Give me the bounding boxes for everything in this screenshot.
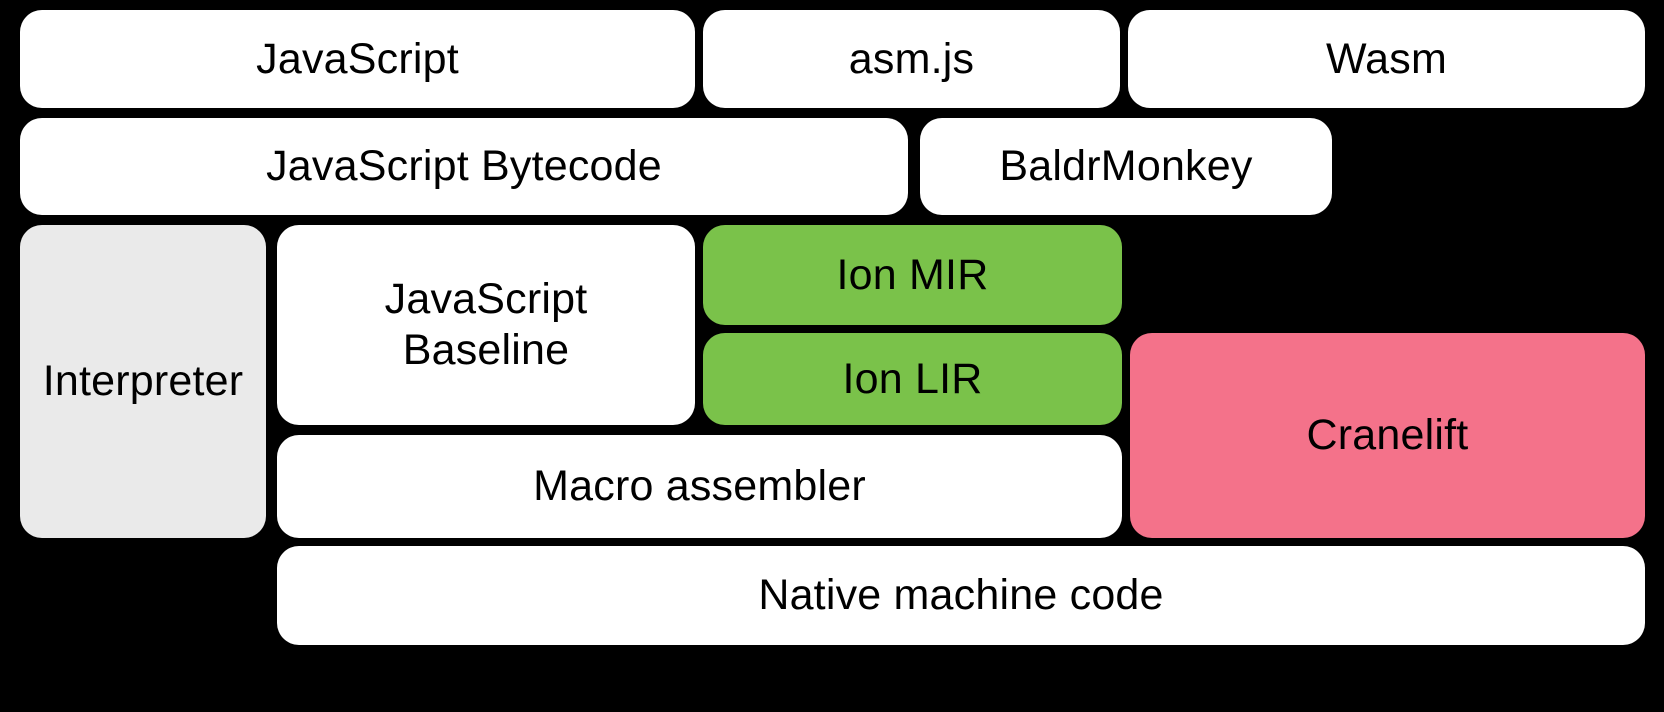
node-label-javascript-baseline: JavaScript Baseline	[384, 275, 588, 374]
node-label-asm-js: asm.js	[848, 34, 975, 83]
node-label-cranelift: Cranelift	[1306, 411, 1469, 460]
node-label-ion-lir: Ion LIR	[842, 354, 983, 403]
node-asm-js: asm.js	[703, 10, 1120, 108]
node-label-javascript: JavaScript	[256, 34, 459, 83]
node-label-interpreter: Interpreter	[42, 357, 244, 406]
node-baldrmonkey: BaldrMonkey	[920, 118, 1332, 215]
node-javascript-bytecode: JavaScript Bytecode	[20, 118, 908, 215]
node-label-baldrmonkey: BaldrMonkey	[999, 142, 1253, 191]
node-label-native-machine-code: Native machine code	[758, 571, 1164, 620]
node-label-javascript-bytecode: JavaScript Bytecode	[266, 142, 662, 191]
node-wasm: Wasm	[1128, 10, 1645, 108]
node-label-ion-mir: Ion MIR	[836, 250, 989, 299]
node-macro-assembler: Macro assembler	[277, 435, 1122, 538]
node-label-macro-assembler: Macro assembler	[533, 462, 866, 511]
node-javascript: JavaScript	[20, 10, 695, 108]
node-cranelift: Cranelift	[1130, 333, 1645, 538]
node-ion-lir: Ion LIR	[703, 333, 1122, 425]
node-native-machine-code: Native machine code	[277, 546, 1645, 645]
node-label-wasm: Wasm	[1325, 34, 1448, 83]
node-interpreter: Interpreter	[20, 225, 266, 538]
node-ion-mir: Ion MIR	[703, 225, 1122, 325]
node-javascript-baseline: JavaScript Baseline	[277, 225, 695, 425]
